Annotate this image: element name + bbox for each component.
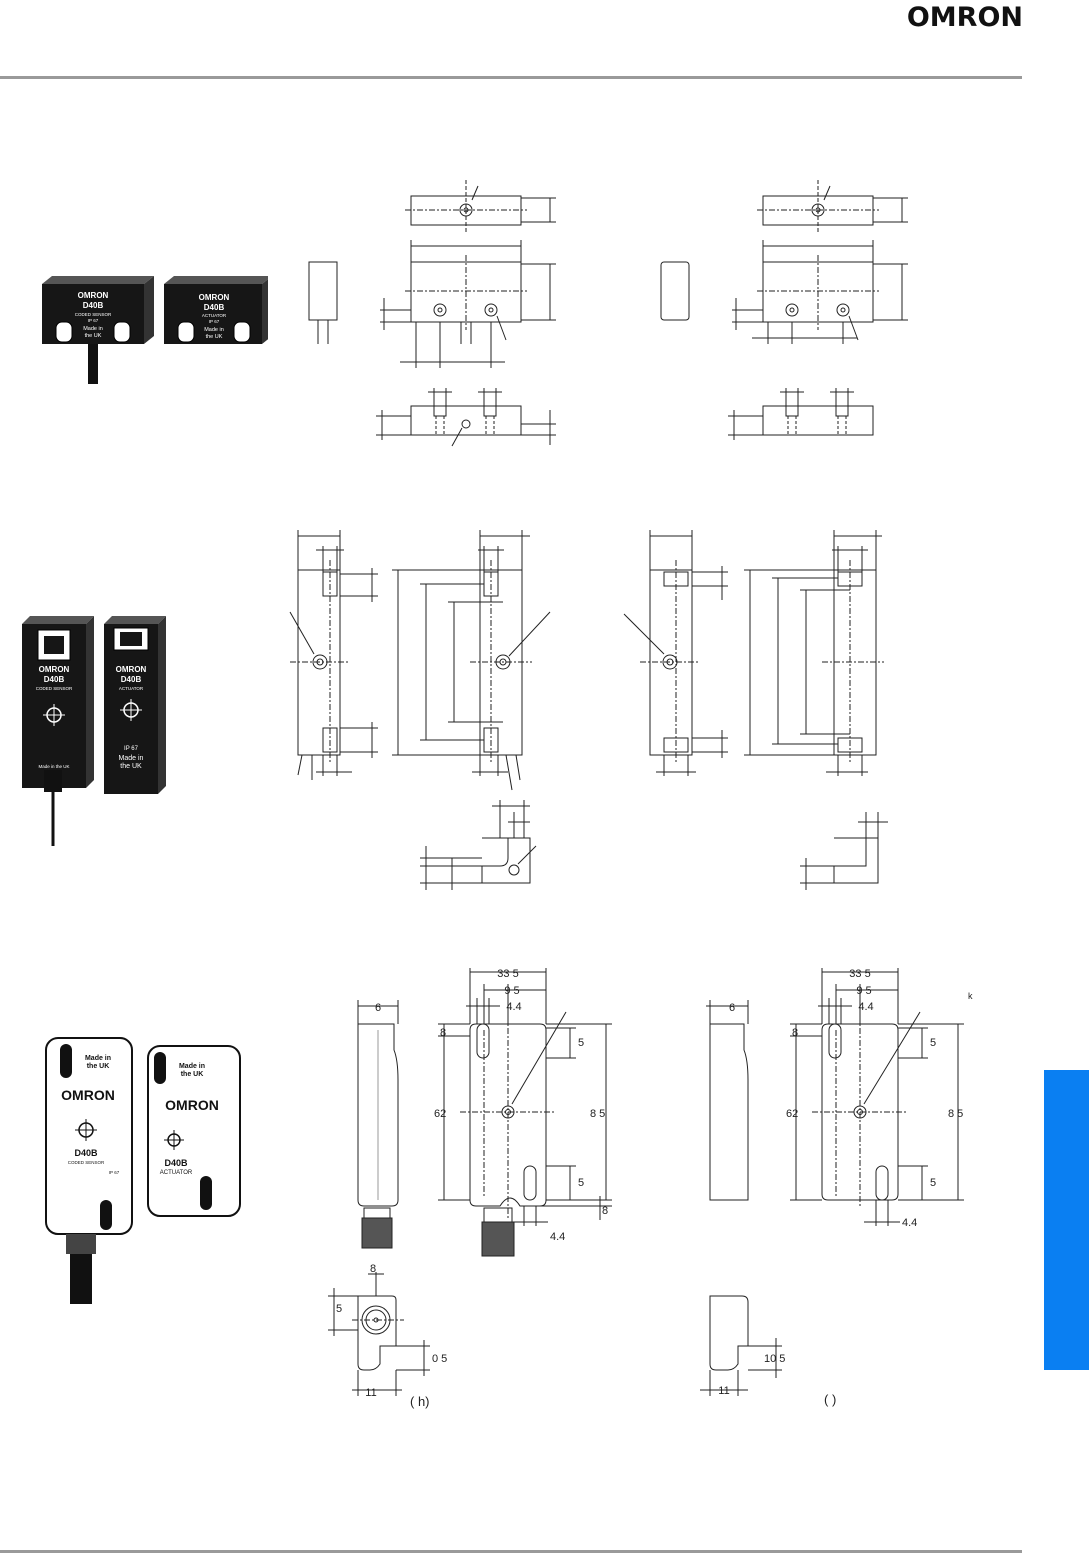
section3-right-drawing xyxy=(700,968,964,1396)
svg-text:6: 6 xyxy=(729,1002,735,1014)
svg-text:8: 8 xyxy=(792,1027,798,1039)
section-tab xyxy=(1044,1070,1089,1370)
svg-text:OMRON: OMRON xyxy=(39,665,70,674)
svg-text:CODED SENSOR: CODED SENSOR xyxy=(68,1160,105,1165)
svg-text:5: 5 xyxy=(336,1303,342,1315)
section3-left-drawing xyxy=(328,968,612,1396)
svg-text:4.4: 4.4 xyxy=(550,1231,565,1243)
svg-text:ACTUATOR: ACTUATOR xyxy=(119,686,144,691)
section2-actuator-side xyxy=(623,530,728,776)
svg-text:OMRON: OMRON xyxy=(78,291,109,300)
section2-bottom-views xyxy=(420,800,888,890)
svg-text:0 5: 0 5 xyxy=(432,1353,447,1365)
svg-text:CODED SENSOR: CODED SENSOR xyxy=(36,686,73,691)
svg-text:Made in: Made in xyxy=(83,326,103,332)
section2-actuator-front xyxy=(744,530,884,776)
svg-text:6: 6 xyxy=(375,1002,381,1014)
svg-text:IP 67: IP 67 xyxy=(124,746,139,752)
section1-right xyxy=(660,180,908,440)
svg-text:9 5: 9 5 xyxy=(856,985,871,997)
product-photo-1: OMRON D40B CODED SENSOR IP 67 Made in th… xyxy=(42,276,268,384)
svg-text:D40B: D40B xyxy=(44,675,65,684)
header-rule xyxy=(0,76,1022,79)
svg-text:Made in: Made in xyxy=(119,755,144,762)
product-photo-2: OMRON D40B CODED SENSOR Made in the UK O… xyxy=(22,616,166,846)
svg-text:Made in: Made in xyxy=(179,1063,205,1070)
svg-text:the UK: the UK xyxy=(85,333,102,339)
svg-text:33 5: 33 5 xyxy=(497,968,518,980)
product-photo-3: Made in the UK OMRON D40B CODED SENSOR I… xyxy=(45,1037,241,1304)
svg-text:8 5: 8 5 xyxy=(590,1108,605,1120)
svg-text:k: k xyxy=(968,991,973,1001)
svg-text:Made in: Made in xyxy=(204,327,224,333)
svg-text:62: 62 xyxy=(434,1108,446,1120)
svg-text:4.4: 4.4 xyxy=(506,1001,521,1013)
svg-text:CODED SENSOR: CODED SENSOR xyxy=(75,312,112,317)
actuator-body: Made in the UK OMRON D40B ACTUATOR xyxy=(147,1045,241,1217)
sensor-body: OMRON D40B CODED SENSOR Made in the UK xyxy=(22,616,94,846)
section2-sensor-front xyxy=(392,530,551,791)
svg-text:IP 67: IP 67 xyxy=(88,318,99,323)
footer-rule xyxy=(0,1550,1022,1553)
svg-text:8: 8 xyxy=(440,1027,446,1039)
svg-text:IP 67: IP 67 xyxy=(209,319,220,324)
svg-text:9 5: 9 5 xyxy=(504,985,519,997)
svg-text:4.4: 4.4 xyxy=(858,1001,873,1013)
svg-text:8: 8 xyxy=(370,1263,376,1275)
actuator-body: OMRON D40B ACTUATOR IP 67 Made in the UK xyxy=(104,616,166,794)
svg-text:( ): ( ) xyxy=(824,1392,836,1407)
svg-text:ACTUATOR: ACTUATOR xyxy=(160,1170,193,1176)
svg-text:D40B: D40B xyxy=(121,675,142,684)
svg-text:33 5: 33 5 xyxy=(849,968,870,980)
svg-text:Made in: Made in xyxy=(85,1055,111,1062)
svg-text:5: 5 xyxy=(930,1037,936,1049)
svg-text:10 5: 10 5 xyxy=(764,1353,785,1365)
actuator-body: OMRON D40B ACTUATOR IP 67 Made in the UK xyxy=(164,276,268,344)
svg-text:ACTUATOR: ACTUATOR xyxy=(202,313,227,318)
svg-text:OMRON: OMRON xyxy=(116,665,147,674)
svg-text:the UK: the UK xyxy=(181,1071,204,1078)
svg-text:D40B: D40B xyxy=(74,1148,98,1158)
svg-text:OMRON: OMRON xyxy=(165,1097,219,1113)
svg-text:the UK: the UK xyxy=(206,334,223,340)
sensor-body: Made in the UK OMRON D40B CODED SENSOR I… xyxy=(45,1037,133,1304)
section2-sensor xyxy=(289,530,378,780)
svg-text:5: 5 xyxy=(930,1177,936,1189)
svg-text:D40B: D40B xyxy=(204,303,225,312)
sensor-body: OMRON D40B CODED SENSOR IP 67 Made in th… xyxy=(42,276,154,384)
svg-text:D40B: D40B xyxy=(83,301,104,310)
svg-text:5: 5 xyxy=(578,1177,584,1189)
omron-logo: OMRON xyxy=(906,2,1023,33)
svg-text:Made in the UK: Made in the UK xyxy=(38,764,69,769)
svg-text:4.4: 4.4 xyxy=(902,1217,917,1229)
svg-text:D40B: D40B xyxy=(164,1158,188,1168)
svg-text:8 5: 8 5 xyxy=(948,1108,963,1120)
svg-text:OMRON: OMRON xyxy=(199,293,230,302)
svg-text:OMRON: OMRON xyxy=(61,1087,115,1103)
svg-text:( h): ( h) xyxy=(410,1394,430,1409)
svg-text:8: 8 xyxy=(602,1205,608,1217)
svg-text:IP 67: IP 67 xyxy=(109,1170,120,1175)
svg-text:5: 5 xyxy=(578,1037,584,1049)
svg-text:the UK: the UK xyxy=(87,1063,110,1070)
section1-left xyxy=(308,180,556,447)
svg-text:the UK: the UK xyxy=(120,763,142,770)
svg-text:11: 11 xyxy=(365,1387,376,1399)
svg-text:11: 11 xyxy=(718,1385,729,1397)
svg-text:62: 62 xyxy=(786,1108,798,1120)
